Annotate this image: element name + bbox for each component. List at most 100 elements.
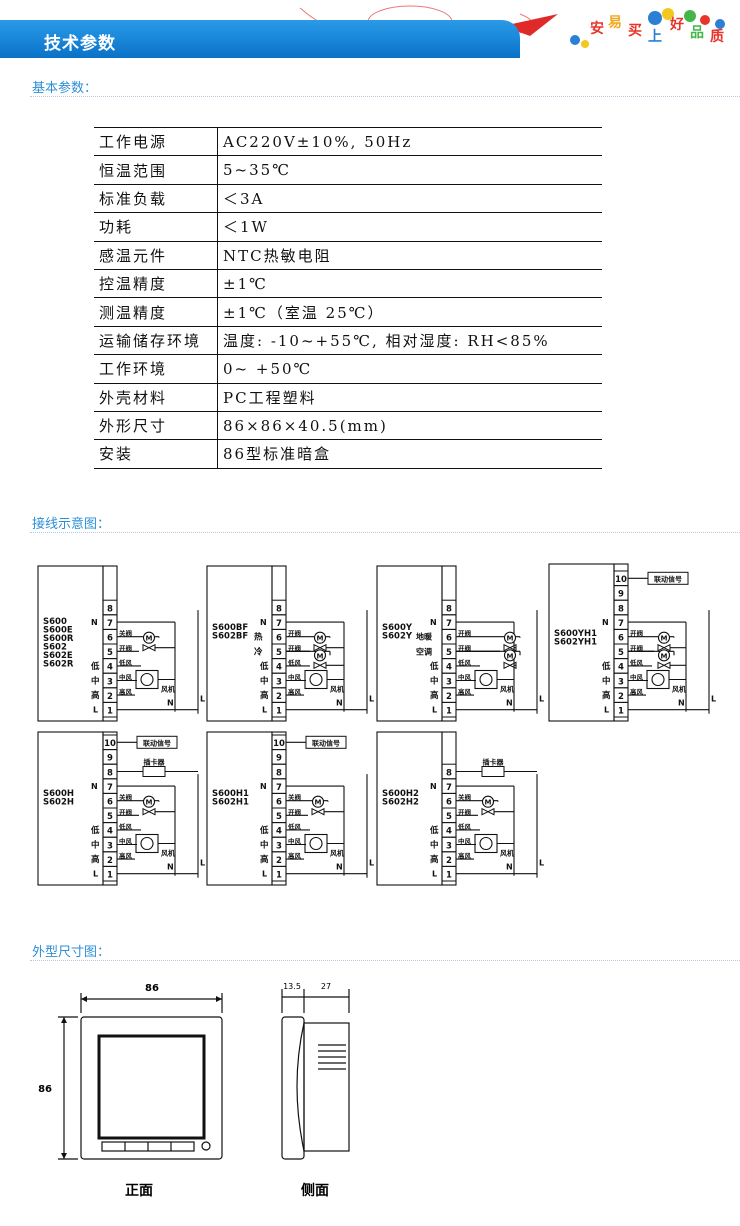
terminal-number: 1 [276,871,282,881]
fan-speed-label: 低风 [457,658,472,667]
param-value: 温度: -10~+55℃, 相对湿度: RH<85% [217,325,602,356]
fan-speed-label: 高风 [119,851,133,860]
model-label: S600R [43,634,74,644]
terminal-number: 4 [107,827,113,837]
terminal-number: 4 [618,663,624,673]
param-name: 控温精度 [94,268,218,299]
terminal-label-mid: 中 [91,676,100,687]
terminal-number: 6 [107,634,113,644]
terminal-number: 6 [618,634,624,644]
motor-icon [142,631,156,644]
terminal-label-mid: 中 [91,840,100,851]
valve-label: 开阀 [288,629,302,638]
param-value: 0~ +50℃ [217,354,602,384]
valve-label: 开阀 [119,807,133,816]
param-name: 工作电源 [94,126,218,157]
valve-label: 开阀 [630,629,644,638]
valve-icon [503,643,517,652]
motor-icon [657,649,671,662]
terminal-label-N: N [91,618,98,627]
model-label: S600YH1 [554,629,597,639]
terminal-number: 2 [276,856,282,866]
terminal-number: 5 [446,812,452,822]
terminal-number: 9 [618,590,624,600]
valve-icon [311,807,325,816]
fan-speed-label: 高风 [119,687,133,696]
motor-icon [503,649,517,662]
fan-speed-label: 中风 [288,837,302,846]
table-row: 标准负载＜3A [94,183,602,214]
fan-label: 风机 [500,685,514,694]
param-name: 外形尺寸 [94,410,218,441]
model-label: S602YH1 [554,638,597,648]
param-name: 外壳材料 [94,382,218,412]
valve-icon [657,643,671,652]
terminal-number: 5 [276,812,282,822]
dimension-drawing: 86 86 13.5 27 正面 侧面 [38,982,350,1199]
terminal-label-low: 低 [90,661,100,672]
terminal-cell [102,599,118,616]
param-name: 运输储存环境 [94,325,218,356]
param-name: 测温精度 [94,297,218,327]
terminal-number: 3 [618,677,624,687]
terminal-number: 1 [276,707,282,717]
fan-icon [309,672,323,687]
fan-speed-label: 高风 [458,687,472,696]
terminal-label-high: 高 [602,690,611,701]
valve-label: 关阀 [288,793,302,802]
fan-speed-label: 低风 [287,658,302,667]
fan-speed-label: 高风 [288,851,302,860]
terminal-cell [271,599,287,616]
valve-label: 开阀 [458,629,472,638]
terminal-number: 3 [276,841,282,851]
terminal-number: 3 [446,677,452,687]
fan-icon [140,836,154,851]
param-name: 功耗 [94,212,218,242]
section-title-dims: 外型尺寸图： [32,945,111,960]
param-value: ＜1W [217,212,602,242]
motor-icon [313,649,327,662]
valve-label: 关阀 [119,629,133,638]
linkage-label: 联动信号 [143,738,171,747]
valve-icon [313,643,327,652]
terminal-number: 8 [276,768,282,778]
line-label-N: N [167,699,174,708]
terminal-number: 6 [446,634,452,644]
terminal-number: 7 [276,783,282,793]
model-label: S602H1 [212,798,249,808]
terminal-number: 8 [618,604,624,614]
param-name: 恒温范围 [94,155,218,185]
terminal-number: 8 [107,604,113,614]
motor-letter: M [507,635,514,643]
front-view-label: 正面 [125,1183,153,1199]
dim-height: 86 [38,1084,52,1095]
terminal-number: 8 [107,768,113,778]
terminal-label-low: 低 [259,825,269,836]
terminal-number: 6 [276,798,282,808]
terminal-cell [441,599,457,616]
terminal-number: 7 [107,619,113,629]
terminal-number: 1 [618,707,624,717]
terminal-number: 7 [107,783,113,793]
param-value: 86×86×40.5(mm) [217,410,602,441]
terminal-number: 5 [107,648,113,658]
valve-icon [313,661,327,670]
fan-label: 风机 [500,849,514,858]
slogan: 安 易 买 上 好 品 质 [588,8,738,48]
param-value: ±1℃（室温 25℃） [217,297,602,327]
terminal-label-high: 高 [430,690,439,701]
valve-icon [503,661,517,670]
fan-label: 风机 [330,849,344,858]
motor-icon [481,795,495,808]
terminal-number: 3 [107,677,113,687]
terminal-label-high: 高 [91,690,100,701]
terminal-number: 9 [107,754,113,764]
terminal-number: 4 [276,663,282,673]
fan-speed-label: 高风 [630,687,644,696]
fan-speed-label: 低风 [118,658,133,667]
terminal-label-mid: 中 [430,840,439,851]
card-switch-label: 插卡器 [483,758,505,767]
